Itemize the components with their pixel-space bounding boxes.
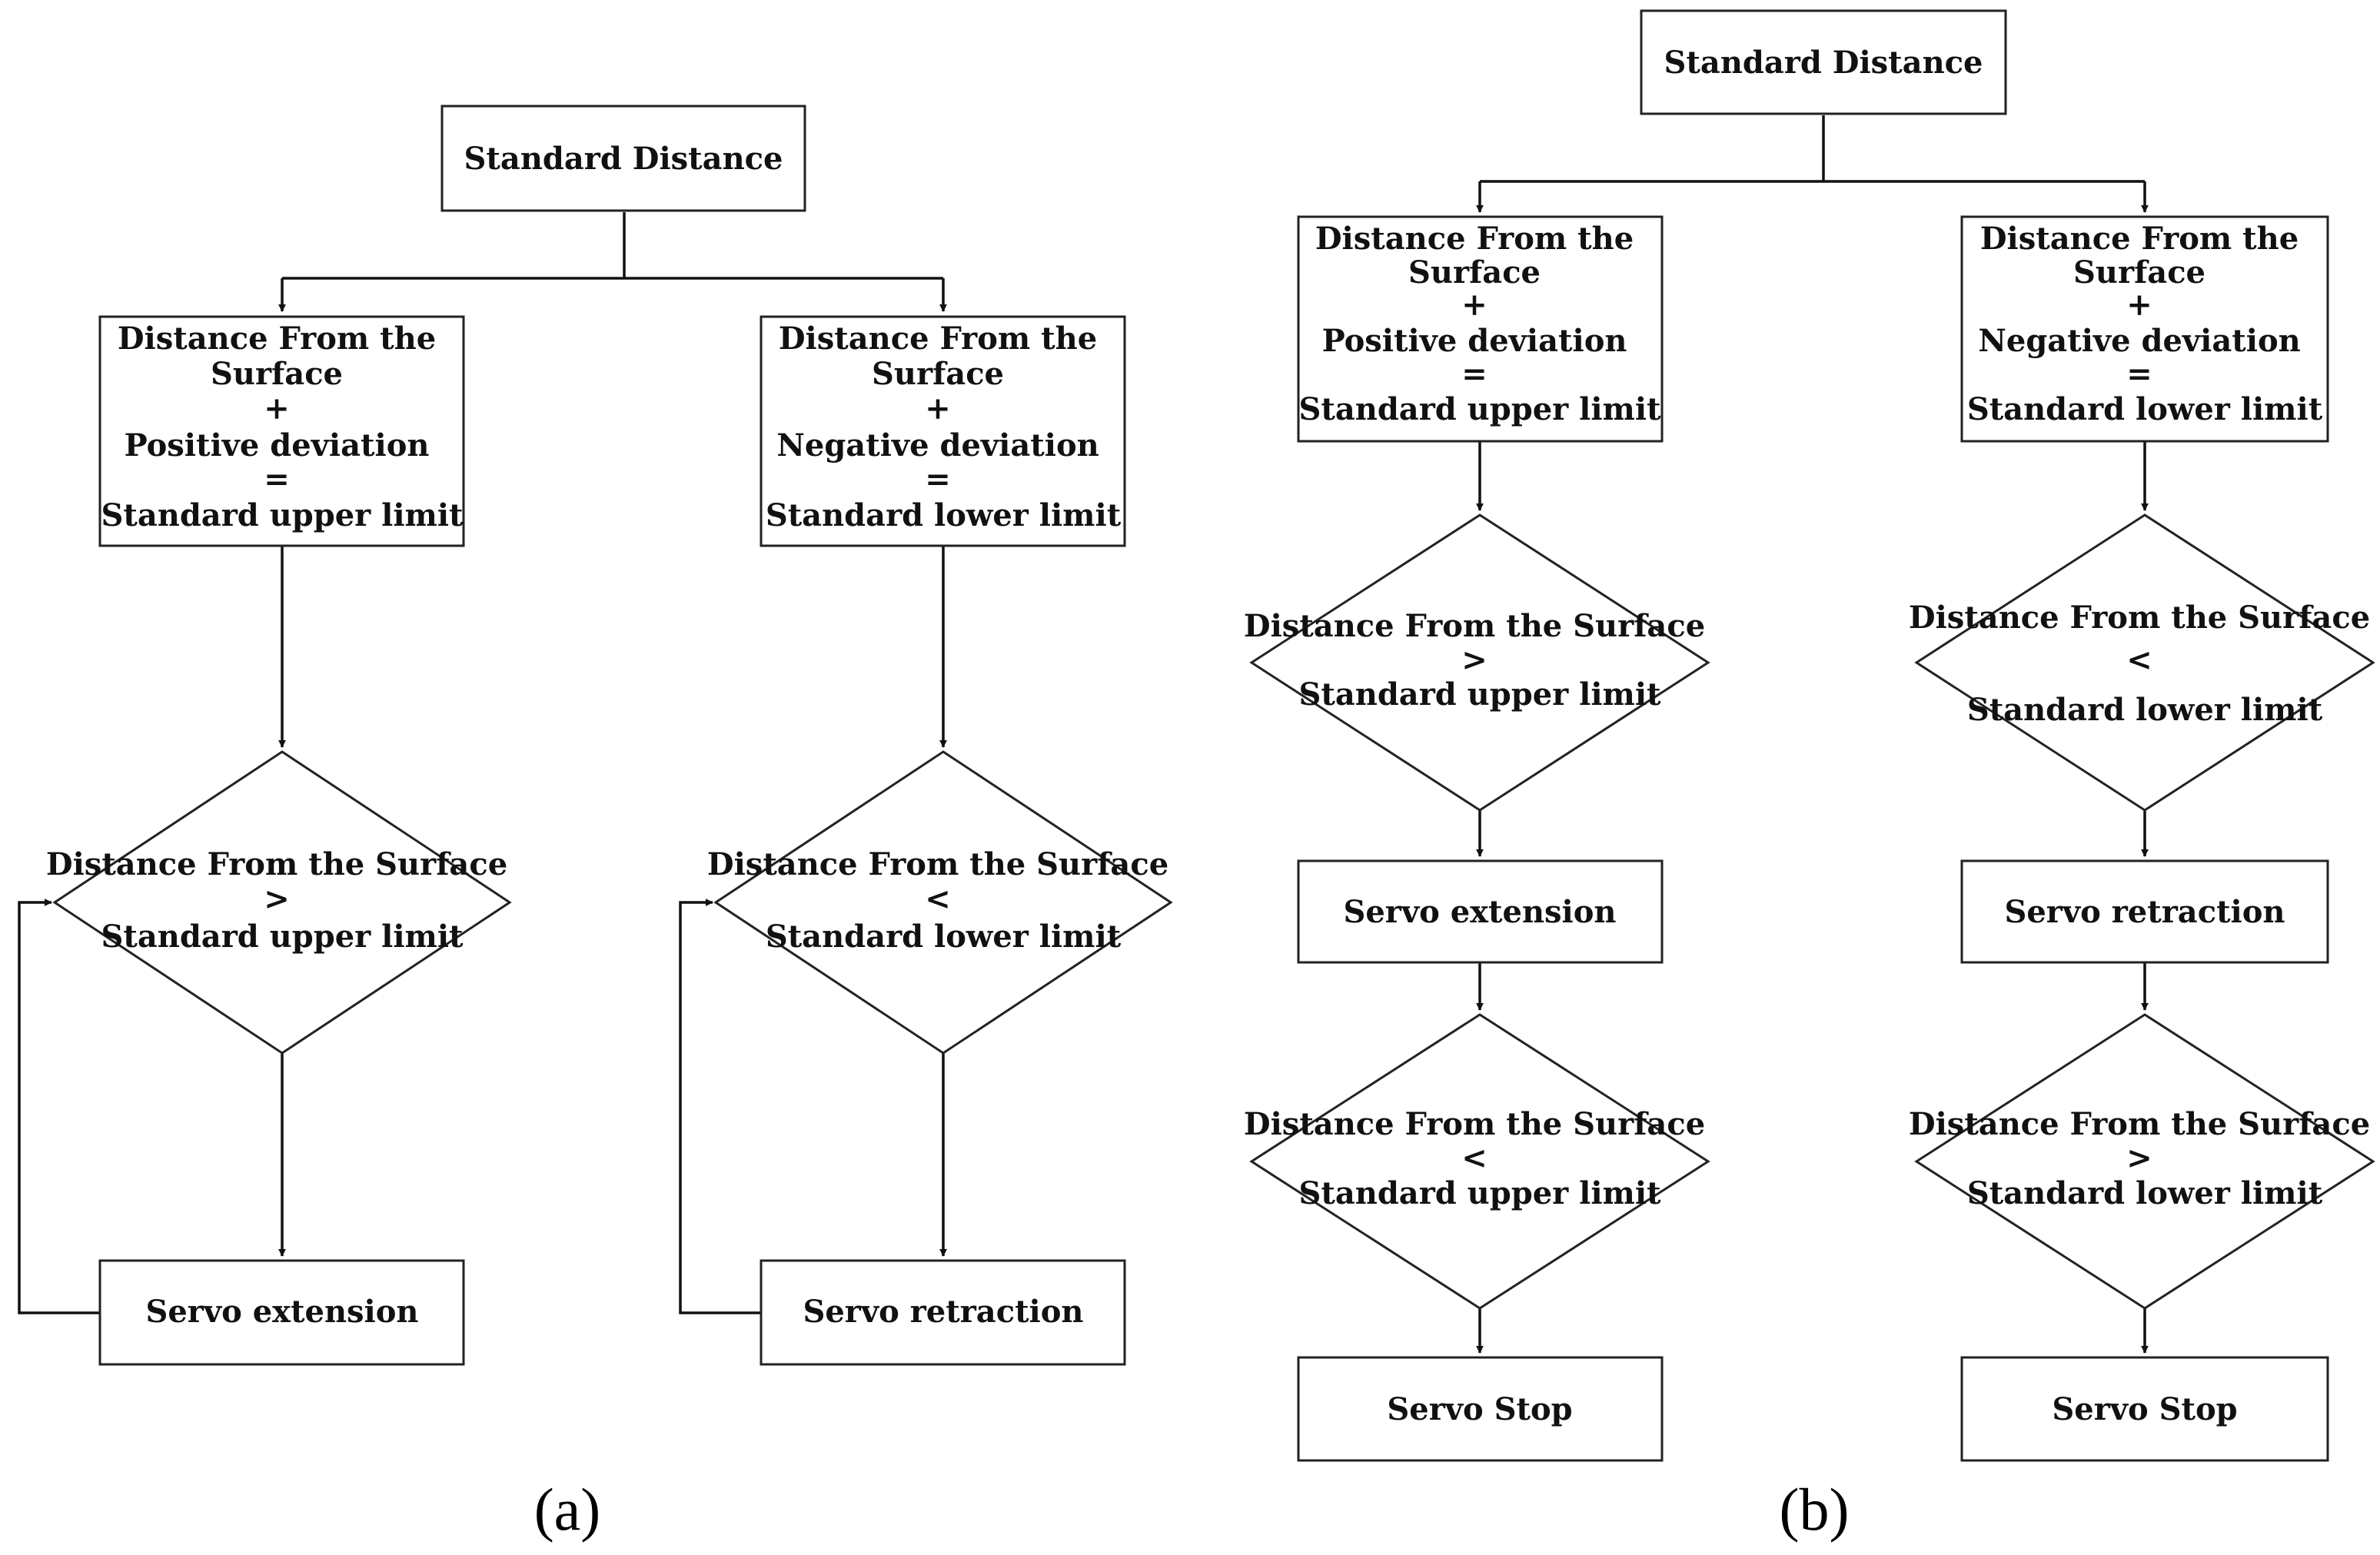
a-left-sum-line-1: Distance From the	[118, 321, 436, 357]
svg-text:Distance From the Surf: Distance From the Surface + Positive dev…	[101, 321, 464, 533]
b-left-decision2: Distance From the Surface < Standard upp…	[1244, 1013, 1716, 1310]
svg-text:Distance From the Surf: Distance From the Surface + Positive dev…	[1298, 221, 1661, 427]
b-left-sum-line-4: Positive deviation	[1322, 323, 1627, 359]
b-right-sum-box: Distance From the Surface + Negative dev…	[1960, 215, 2329, 443]
b-right-sum-line-5: =	[2126, 356, 2152, 392]
b-right-decision1-line-2: <	[2126, 642, 2152, 678]
panel-b: Standard Distance Distance From the Surf…	[1244, 9, 2380, 1543]
b-right-stop-label: Servo Stop	[2052, 1391, 2237, 1427]
a-left-sum-line-3: +	[264, 390, 290, 427]
a-right-sum-line-3: +	[925, 390, 951, 427]
svg-text:Distance From the Surface: Distance From the Surface > Standard upp…	[46, 846, 518, 955]
b-left-sum-line-1: Distance From the	[1315, 221, 1634, 257]
a-right-decision-line-1: Distance From the Surface	[707, 846, 1168, 882]
svg-text:Distance From the Surf: Distance From the Surface + Negative dev…	[1967, 221, 2323, 427]
b-left-sum-line-2: Surface	[1408, 254, 1541, 291]
a-right-sum-line-2: Surface	[872, 356, 1004, 392]
b-left-sum-line-5: =	[1461, 356, 1488, 392]
a-right-decision-line-2: <	[925, 881, 951, 917]
b-right-decision2-line-1: Distance From the Surface	[1909, 1106, 2370, 1142]
edge-a-top-split	[282, 212, 943, 280]
edge-a-right-loop	[679, 899, 761, 1314]
b-right-action-box: Servo retraction	[1960, 859, 2329, 964]
b-left-decision2-line-2: <	[1461, 1140, 1488, 1176]
edge-b-top-split	[1480, 115, 2145, 183]
b-right-decision2-line-3: Standard lower limit	[1967, 1175, 2323, 1211]
a-right-sum-line-4: Negative deviation	[776, 427, 1099, 464]
b-left-action-box: Servo extension	[1297, 859, 1664, 964]
a-right-sum-box: Distance From the Surface + Negative dev…	[760, 315, 1126, 547]
b-left-decision1-line-3: Standard upper limit	[1298, 676, 1661, 713]
b-top-label: Standard Distance	[1664, 45, 1983, 81]
b-right-decision1-line-3: Standard lower limit	[1967, 692, 2323, 728]
b-left-decision2-line-1: Distance From the Surface	[1244, 1106, 1705, 1142]
b-right-decision2-line-2: >	[2126, 1140, 2152, 1176]
a-left-sum-line-4: Positive deviation	[125, 427, 430, 464]
b-left-sum-line-6: Standard upper limit	[1298, 391, 1661, 427]
a-right-sum-line-1: Distance From the	[779, 321, 1097, 357]
b-right-sum-line-6: Standard lower limit	[1967, 391, 2323, 427]
svg-text:Distance From the Surface: Distance From the Surface < Standard upp…	[1244, 1106, 1716, 1211]
b-left-sum-line-3: +	[1461, 287, 1488, 323]
caption-b: (b)	[1780, 1476, 1850, 1543]
b-right-sum-line-3: +	[2126, 287, 2152, 323]
a-right-decision: Distance From the Surface < Standard low…	[707, 750, 1179, 1055]
b-left-stop-box: Servo Stop	[1297, 1356, 1664, 1462]
b-left-decision1-line-1: Distance From the Surface	[1244, 608, 1705, 644]
b-right-sum-line-4: Negative deviation	[1978, 323, 2300, 359]
b-left-sum-box: Distance From the Surface + Positive dev…	[1297, 215, 1664, 443]
b-right-sum-line-2: Surface	[2073, 254, 2205, 291]
svg-text:Distance From the Surface: Distance From the Surface < Standard low…	[707, 846, 1179, 955]
edge-a-left-loop	[18, 899, 100, 1314]
panel-a: Standard Distance Distance From the Surf…	[18, 105, 1179, 1543]
b-right-decision1-line-1: Distance From the Surface	[1909, 600, 2370, 636]
a-left-decision-line-1: Distance From the Surface	[46, 846, 507, 882]
b-left-stop-label: Servo Stop	[1387, 1391, 1572, 1427]
a-right-sum-line-5: =	[925, 461, 951, 497]
a-right-action-label: Servo retraction	[803, 1294, 1083, 1330]
b-left-decision1: Distance From the Surface > Standard upp…	[1244, 513, 1716, 812]
caption-a: (a)	[534, 1476, 601, 1543]
b-right-sum-line-1: Distance From the	[1980, 221, 2299, 257]
a-left-sum-line-6: Standard upper limit	[101, 497, 464, 533]
a-left-decision-line-3: Standard upper limit	[101, 919, 464, 955]
b-top-box: Standard Distance	[1640, 9, 2007, 115]
b-left-action-label: Servo extension	[1343, 894, 1616, 930]
a-left-sum-line-5: =	[264, 461, 290, 497]
b-left-decision1-line-2: >	[1461, 642, 1488, 678]
a-left-action-label: Servo extension	[145, 1294, 418, 1330]
b-right-decision2: Distance From the Surface > Standard low…	[1909, 1013, 2380, 1310]
svg-text:Distance From the Surf: Distance From the Surface + Negative dev…	[766, 321, 1122, 533]
a-left-sum-box: Distance From the Surface + Positive dev…	[98, 315, 465, 547]
b-right-stop-box: Servo Stop	[1960, 1356, 2329, 1462]
b-right-decision1: Distance From the Surface < Standard low…	[1909, 513, 2380, 812]
a-left-decision-line-2: >	[264, 881, 290, 917]
b-left-decision2-line-3: Standard upper limit	[1298, 1175, 1661, 1211]
a-left-sum-line-2: Surface	[211, 356, 343, 392]
svg-text:Distance From the Surface: Distance From the Surface < Standard low…	[1909, 600, 2380, 728]
b-right-action-label: Servo retraction	[2004, 894, 2285, 930]
svg-text:Distance From the Surface: Distance From the Surface > Standard low…	[1909, 1106, 2380, 1211]
a-left-decision: Distance From the Surface > Standard upp…	[46, 750, 518, 1055]
a-top-label: Standard Distance	[464, 141, 783, 177]
a-right-sum-line-6: Standard lower limit	[766, 497, 1122, 533]
a-top-box: Standard Distance	[440, 105, 806, 212]
a-right-decision-line-3: Standard lower limit	[766, 919, 1122, 955]
svg-text:Distance From the Surface: Distance From the Surface > Standard upp…	[1244, 608, 1716, 713]
a-right-action-box: Servo retraction	[760, 1259, 1126, 1366]
a-left-action-box: Servo extension	[98, 1259, 465, 1366]
